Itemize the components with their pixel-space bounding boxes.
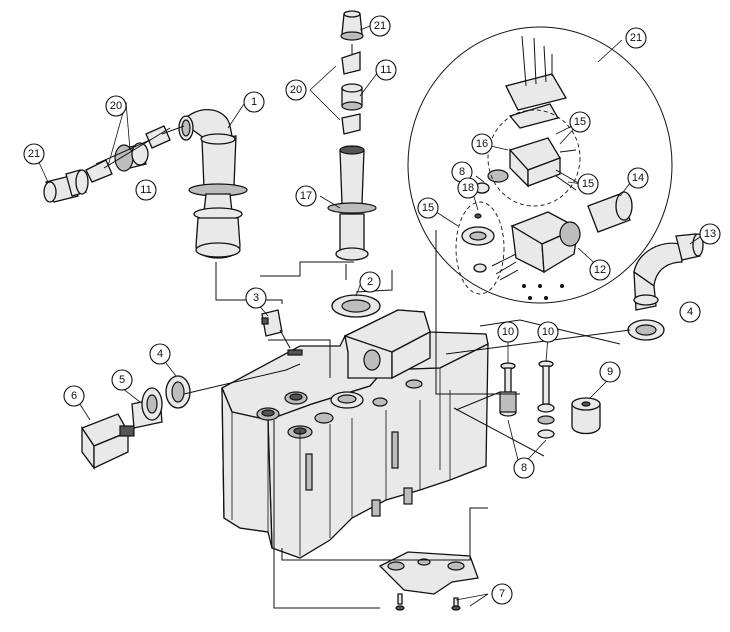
callout-18: 18 <box>457 177 479 199</box>
svg-text:21: 21 <box>374 20 386 32</box>
svg-text:6: 6 <box>71 390 77 402</box>
svg-text:18: 18 <box>462 182 474 194</box>
svg-text:20: 20 <box>110 100 122 112</box>
callout-4-left: 4 <box>149 343 171 365</box>
left-connector-set <box>43 125 171 203</box>
callout-10-left: 10 <box>497 321 519 343</box>
callout-21-left: 21 <box>23 143 45 165</box>
svg-text:14: 14 <box>632 172 644 184</box>
callout-6: 6 <box>63 385 85 407</box>
callout-20-left: 20 <box>105 95 127 117</box>
assembly-lines <box>95 44 631 609</box>
svg-text:4: 4 <box>157 348 163 360</box>
callout-11-center: 11 <box>375 59 397 81</box>
svg-text:10: 10 <box>502 326 514 338</box>
callout-5: 5 <box>111 369 133 391</box>
spacer-9 <box>571 397 601 435</box>
right-elbow-13 <box>633 233 704 311</box>
svg-text:9: 9 <box>607 366 613 378</box>
svg-text:4: 4 <box>687 306 693 318</box>
detail-view <box>407 26 673 304</box>
svg-text:12: 12 <box>594 264 606 276</box>
base-plate-7 <box>378 551 479 611</box>
callout-12: 12 <box>589 259 611 281</box>
callout-10-right: 10 <box>537 321 559 343</box>
gasket-4-left <box>165 375 191 409</box>
callout-2: 2 <box>359 271 381 293</box>
svg-text:3: 3 <box>253 292 259 304</box>
tank-body <box>221 309 489 559</box>
svg-text:13: 13 <box>704 228 716 240</box>
svg-text:15: 15 <box>582 178 594 190</box>
actuator-6 <box>81 413 135 470</box>
callout-8-left: 8 <box>513 457 535 479</box>
svg-text:15: 15 <box>422 202 434 214</box>
svg-text:20: 20 <box>290 84 302 96</box>
svg-text:21: 21 <box>630 32 642 44</box>
callout-3: 3 <box>245 287 267 309</box>
callout-20-center: 20 <box>285 79 307 101</box>
svg-text:17: 17 <box>300 190 312 202</box>
elbow-pipe-assembly <box>178 109 248 259</box>
callout-leaders <box>35 25 705 607</box>
callout-15-top: 15 <box>569 111 591 133</box>
svg-text:15: 15 <box>574 116 586 128</box>
svg-text:2: 2 <box>367 276 373 288</box>
callout-1: 1 <box>243 91 265 113</box>
callout-9: 9 <box>599 361 621 383</box>
callout-15-left: 15 <box>417 197 439 219</box>
svg-text:1: 1 <box>251 96 257 108</box>
callout-14: 14 <box>627 167 649 189</box>
svg-text:11: 11 <box>140 184 151 196</box>
callout-4-right: 4 <box>679 301 701 323</box>
gasket-4-right <box>627 319 665 341</box>
valve-5 <box>131 387 163 429</box>
callout-21-center: 21 <box>369 15 391 37</box>
callout-11-left: 11 <box>135 179 157 201</box>
svg-text:8: 8 <box>521 462 527 474</box>
svg-text:11: 11 <box>380 64 391 76</box>
callout-15-right: 15 <box>577 173 599 195</box>
svg-text:5: 5 <box>119 374 125 386</box>
bolt-set-10-8 <box>499 360 555 439</box>
callout-7: 7 <box>491 583 513 605</box>
callout-16: 16 <box>471 133 493 155</box>
svg-text:21: 21 <box>28 148 40 160</box>
small-fitting-3 <box>261 309 283 337</box>
vertical-pipe-assembly <box>327 10 381 318</box>
svg-text:16: 16 <box>476 138 488 150</box>
svg-text:8: 8 <box>459 166 465 178</box>
callout-13: 13 <box>699 223 721 245</box>
callout-21-detail: 21 <box>625 27 647 49</box>
callout-17: 17 <box>295 185 317 207</box>
svg-text:7: 7 <box>499 588 505 600</box>
svg-text:10: 10 <box>542 326 554 338</box>
